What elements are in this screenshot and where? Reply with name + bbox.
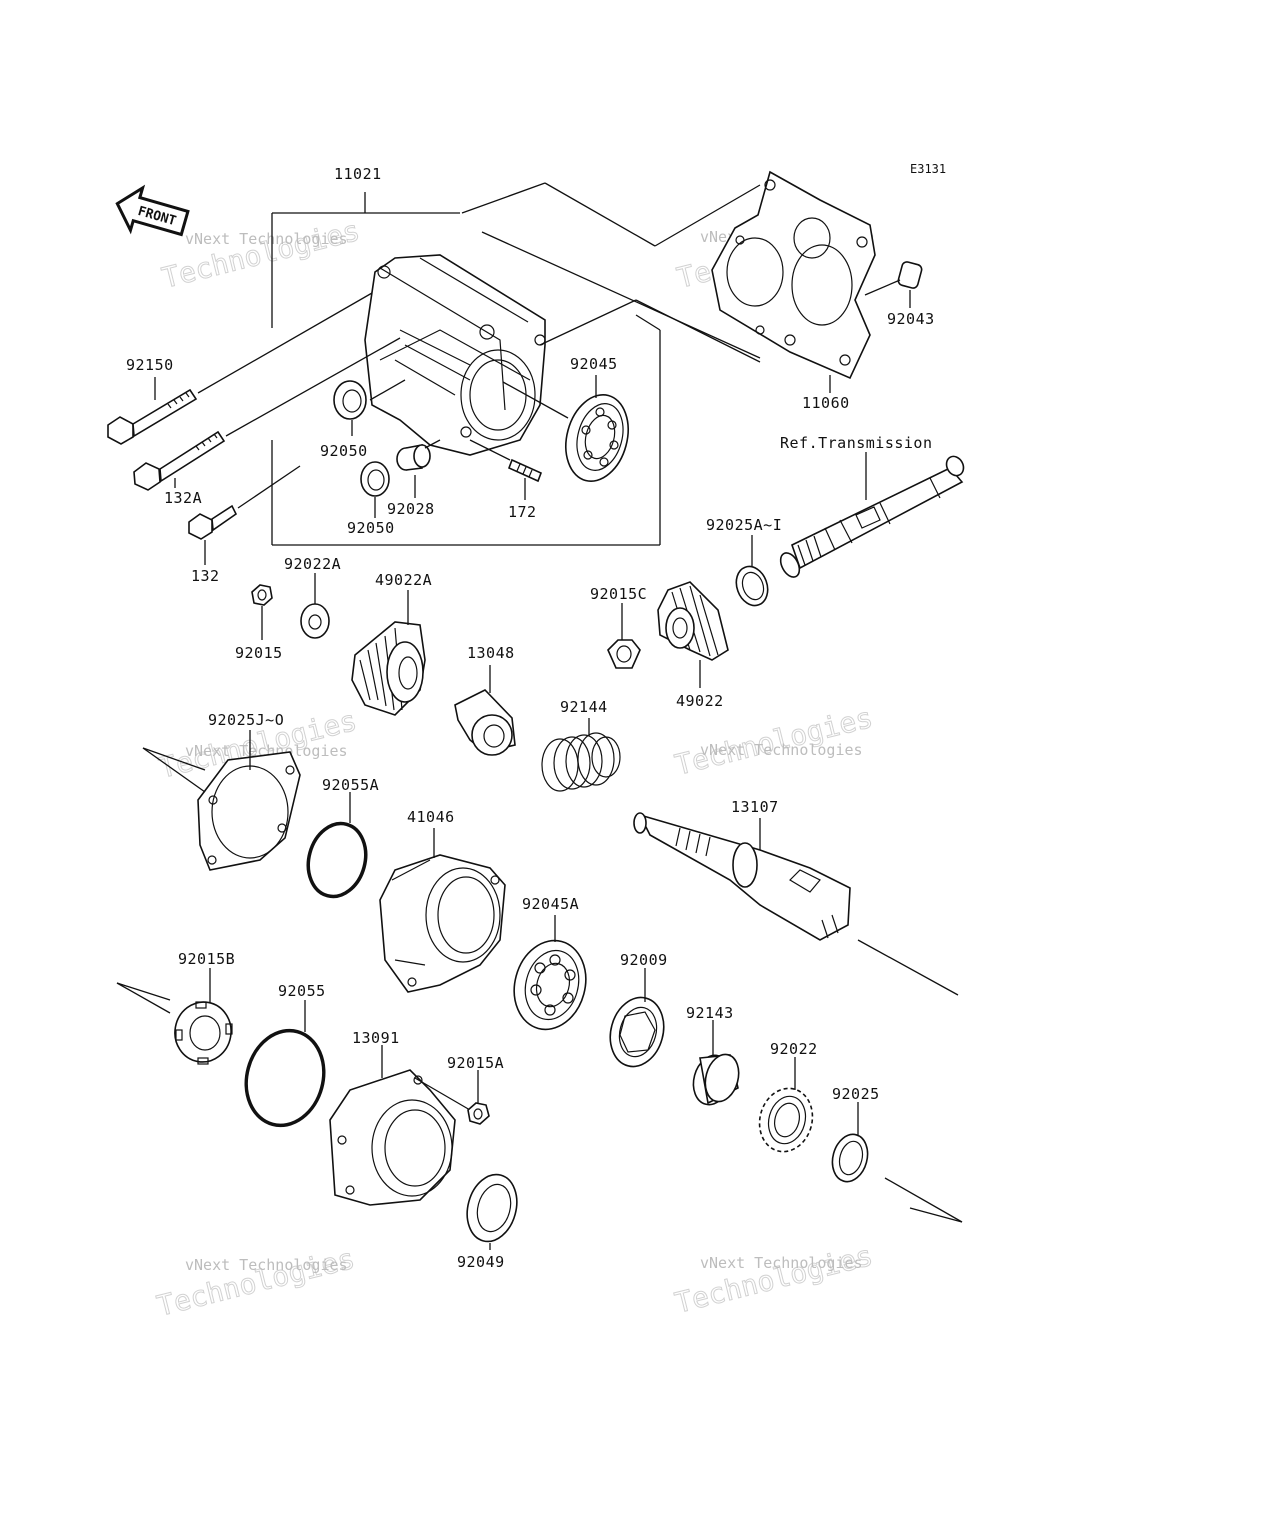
part-label-92050-upper: 92050 xyxy=(320,442,368,460)
shim-92025 xyxy=(831,1133,869,1183)
nut-92015c xyxy=(607,639,641,669)
washer-92022a xyxy=(300,603,330,639)
housing-41046 xyxy=(379,854,506,993)
bolt-132 xyxy=(188,504,238,540)
bevel-gear-49022 xyxy=(657,581,729,661)
watermark-bottom-left: Technologies vNext Technologies xyxy=(153,1241,358,1323)
shaft-13107 xyxy=(633,812,851,941)
seal-92009 xyxy=(609,996,665,1068)
part-label-13107: 13107 xyxy=(731,798,779,816)
bolt-92150 xyxy=(107,388,198,445)
part-label-92144: 92144 xyxy=(560,698,608,716)
part-label-92022: 92022 xyxy=(770,1040,818,1058)
part-label-132a: 132A xyxy=(164,489,202,507)
part-label-92045a: 92045A xyxy=(522,895,579,913)
part-label-11060: 11060 xyxy=(802,394,850,412)
watermark-mid-right: Technologies vNext Technologies xyxy=(671,700,876,782)
part-label-13048: 13048 xyxy=(467,644,515,662)
part-label-92150: 92150 xyxy=(126,356,174,374)
lock-nut-92015b xyxy=(174,1001,233,1065)
stud-172 xyxy=(507,458,543,483)
part-label-11021: 11021 xyxy=(334,165,382,183)
dowel-pin-92043 xyxy=(897,261,923,289)
front-arrow-icon: FRONT xyxy=(115,184,190,237)
gear-case-housing xyxy=(364,254,546,456)
watermark-big-text: Technologies xyxy=(159,214,363,295)
bevel-gear-49022a xyxy=(351,621,426,716)
part-label-92009: 92009 xyxy=(620,951,668,969)
oil-seal-92050-lower xyxy=(360,461,390,497)
nut-92015 xyxy=(251,584,273,606)
part-label-92015b: 92015B xyxy=(178,950,235,968)
transmission-shaft-ref xyxy=(779,455,965,578)
watermark-small-text: vNext Technologies xyxy=(185,230,348,248)
gasket-11060 xyxy=(711,170,876,380)
watermark-top-left: Technologies vNext Technologies xyxy=(158,213,363,295)
part-label-92028: 92028 xyxy=(387,500,435,518)
part-label-ref-transmission: Ref.Transmission xyxy=(780,434,933,452)
bearing-92045 xyxy=(565,393,629,483)
part-label-92045: 92045 xyxy=(570,355,618,373)
shim-92025a-i xyxy=(735,565,769,607)
part-label-92015c: 92015C xyxy=(590,585,647,603)
part-label-92043: 92043 xyxy=(887,310,935,328)
part-label-92015a: 92015A xyxy=(447,1054,504,1072)
part-label-92015: 92015 xyxy=(235,644,283,662)
watermark-small-text: vNext Technologies xyxy=(700,1254,863,1272)
part-label-92025j-o: 92025J~O xyxy=(208,711,284,729)
o-ring-92055a xyxy=(306,821,368,899)
o-ring-92055 xyxy=(244,1028,326,1128)
watermark-bottom-right: Technologies vNext Technologies xyxy=(671,1238,876,1320)
watermark-small-text: vNext Technologies xyxy=(185,1256,348,1274)
part-label-49022: 49022 xyxy=(676,692,724,710)
oil-seal-92050-upper xyxy=(333,380,367,420)
part-label-132: 132 xyxy=(191,567,220,585)
shim-plate-92025j-o xyxy=(197,751,301,871)
part-label-92050-lower: 92050 xyxy=(347,519,395,537)
part-label-41046: 41046 xyxy=(407,808,455,826)
watermark-big-text: Technologies xyxy=(154,1242,358,1323)
bearing-92045a xyxy=(513,939,587,1031)
collar-92143 xyxy=(692,1053,740,1106)
bolt-132a xyxy=(133,430,226,491)
part-label-92022a: 92022A xyxy=(284,555,341,573)
part-label-92025a-i: 92025A~I xyxy=(706,516,782,534)
seal-92049 xyxy=(466,1173,518,1243)
housing-13091 xyxy=(329,1069,456,1206)
part-label-92049: 92049 xyxy=(457,1253,505,1271)
group-bracket-11021 xyxy=(271,192,661,546)
diagram-code: E3131 xyxy=(910,162,946,176)
part-label-92025: 92025 xyxy=(832,1085,880,1103)
part-label-13091: 13091 xyxy=(352,1029,400,1047)
part-label-92055: 92055 xyxy=(278,982,326,1000)
watermark-small-text: vNext Technologies xyxy=(700,741,863,759)
part-label-172: 172 xyxy=(508,503,537,521)
part-label-92143: 92143 xyxy=(686,1004,734,1022)
spring-92144 xyxy=(541,732,621,792)
part-label-49022a: 49022A xyxy=(375,571,432,589)
sleeve-13048 xyxy=(454,689,516,756)
watermark-small-text: vNext Technologies xyxy=(185,742,348,760)
part-labels: 11021 11060 92043 92150 92045 92050 9205… xyxy=(126,165,935,1271)
watermark-big-text: Technologies xyxy=(672,1239,876,1320)
part-label-92055a: 92055A xyxy=(322,776,379,794)
lock-washer-92022 xyxy=(758,1087,814,1153)
nut-92015a xyxy=(467,1102,490,1125)
collar-92028 xyxy=(396,444,431,471)
